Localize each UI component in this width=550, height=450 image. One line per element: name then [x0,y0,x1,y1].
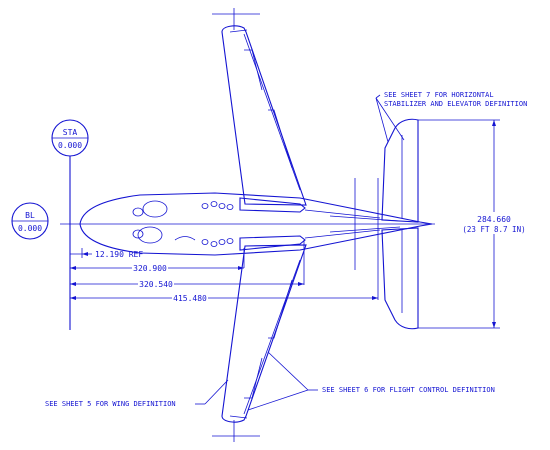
dim-415-480-label: 415.480 [173,294,207,303]
bl-value: 0.000 [18,224,42,233]
stabilizer-upper [381,118,500,223]
bl-datum: BL 0.000 [11,202,49,240]
note-sheet-5-text: SEE SHEET 5 FOR WING DEFINITION [45,400,176,408]
dim-span: 284.660 (23 FT 8.7 IN) [462,120,532,328]
sta-value: 0.000 [58,141,82,150]
note-sheet-7-line2: STABILIZER AND ELEVATOR DEFINITION [384,100,527,108]
dim-12-190-label: 12.190 REF [95,250,143,259]
wing-lower [212,244,307,442]
dim-320-540: 320.540 [70,278,304,289]
note-sheet-6: SEE SHEET 6 FOR FLIGHT CONTROL DEFINITIO… [247,351,495,411]
sta-label: STA [63,128,78,137]
fuselage [79,192,433,256]
dim-320-900-label: 320.900 [133,264,167,273]
dim-12-190: 12.190 REF [70,248,143,259]
span-value-label: 284.660 [477,215,511,224]
note-sheet-6-text: SEE SHEET 6 FOR FLIGHT CONTROL DEFINITIO… [322,386,495,394]
stabilizer-lower [381,227,500,330]
dim-415-480: 415.480 [70,292,378,303]
dim-320-900: 320.900 [70,262,244,273]
sta-datum: STA 0.000 [51,119,89,330]
span-ft-label: (23 FT 8.7 IN) [462,225,525,234]
note-sheet-7: SEE SHEET 7 FOR HORIZONTAL STABILIZER AN… [375,91,527,143]
note-sheet-5: SEE SHEET 5 FOR WING DEFINITION [45,379,229,408]
dim-320-540-label: 320.540 [139,280,173,289]
wing-upper [212,8,307,206]
bl-label: BL [25,211,35,220]
note-sheet-7-line1: SEE SHEET 7 FOR HORIZONTAL [384,91,494,99]
